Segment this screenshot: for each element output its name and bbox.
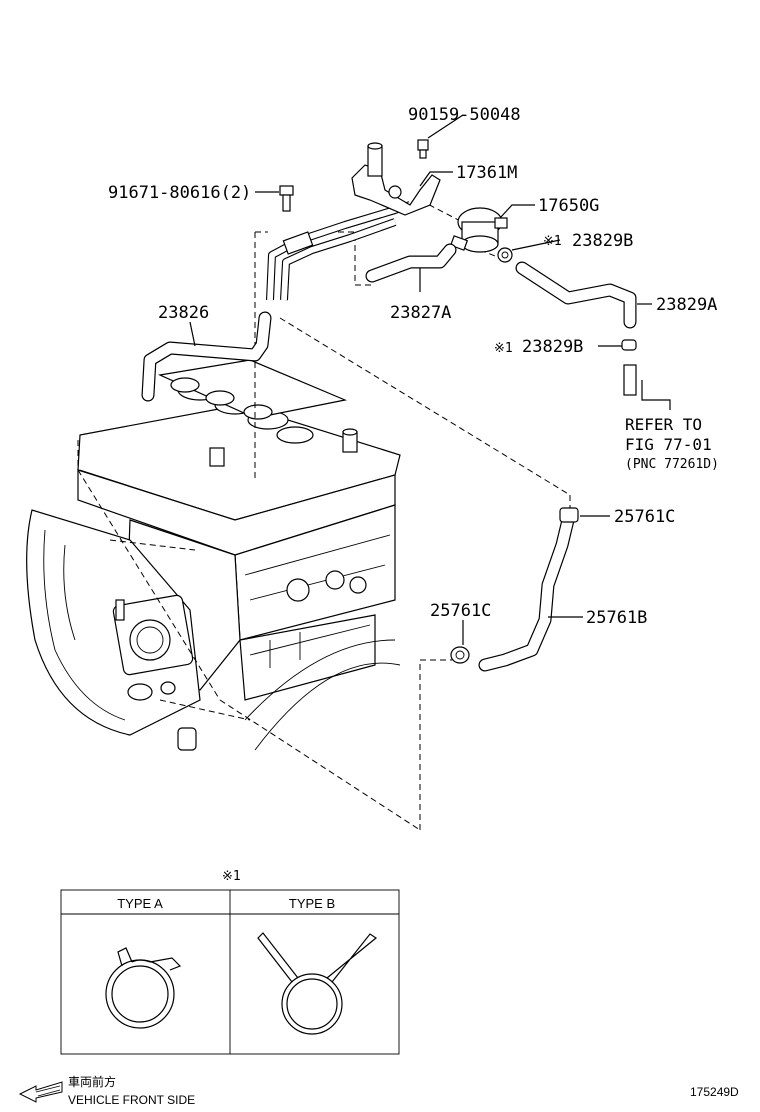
label-25761c-upper: 25761C	[614, 507, 675, 527]
part-labels: 90159-50048 17361M 91671-80616(2) 17650G…	[108, 105, 719, 628]
vehicle-front-jp: 車両前方	[68, 1074, 116, 1089]
type-a-clip-drawing	[105, 947, 182, 1029]
label-23826: 23826	[158, 303, 209, 323]
water-bypass-pipe-23826	[141, 201, 412, 402]
vehicle-front-indicator: 車両前方 VEHICLE FRONT SIDE	[18, 1074, 195, 1107]
type-b-clip-drawing	[257, 932, 378, 1035]
bolt-90159-50048	[417, 139, 429, 159]
refer-line-1: REFER TO	[625, 415, 702, 434]
label-23829a: 23829A	[656, 295, 717, 315]
label-17361m: 17361M	[456, 163, 517, 183]
bracket-17361m	[351, 142, 441, 216]
reference-pipe	[623, 364, 637, 396]
figure-code: 175249D	[690, 1085, 739, 1099]
bolt-91671-80616	[279, 185, 294, 212]
clip-type-table: ※1 TYPE A TYPE B	[60, 869, 400, 1055]
table-note-mark: ※1	[222, 869, 241, 884]
note-mark-lower: ※1	[494, 341, 513, 356]
label-23827a: 23827A	[390, 303, 451, 323]
label-90159-50048: 90159-50048	[408, 105, 521, 125]
hose-23829a	[515, 261, 637, 329]
front-arrow-icon	[18, 1081, 63, 1103]
vehicle-front-en: VEHICLE FRONT SIDE	[68, 1093, 195, 1107]
clamp-25761c-upper	[559, 507, 579, 523]
label-23829b-upper: 23829B	[572, 231, 633, 251]
clip-23829b-upper	[497, 247, 513, 263]
clamp-25761c-lower	[450, 646, 470, 664]
label-25761c-lower: 25761C	[430, 601, 491, 621]
label-91671-80616: 91671-80616(2)	[108, 183, 251, 203]
refer-line-2: FIG 77-01	[625, 435, 712, 454]
note-mark-upper: ※1	[543, 234, 562, 249]
label-17650g: 17650G	[538, 196, 599, 216]
label-25761b: 25761B	[586, 608, 647, 628]
leader-lines	[189, 114, 671, 645]
engine-assembly	[26, 359, 401, 751]
type-a-header: TYPE A	[117, 896, 163, 911]
refer-line-3: (PNC 77261D)	[625, 457, 719, 472]
type-b-header: TYPE B	[289, 896, 335, 911]
hose-23827a	[365, 243, 457, 283]
clip-23829b-lower	[621, 339, 637, 351]
vacuum-valve-17650g	[449, 207, 508, 253]
hose-25761b	[478, 513, 575, 672]
label-23829b-lower: 23829B	[522, 337, 583, 357]
